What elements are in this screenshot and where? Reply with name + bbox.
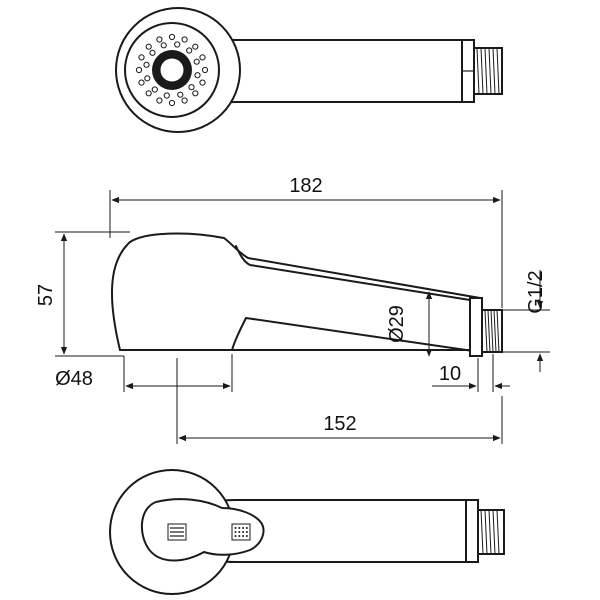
nozzle-hole (199, 54, 206, 61)
dim-48-label: Ø48 (55, 368, 93, 390)
side-view (111, 232, 503, 357)
thread-line (480, 509, 484, 555)
bottom-view-thread-lines (480, 509, 500, 555)
top-view-spray-ring (124, 22, 220, 118)
side-view-thread-lines (484, 309, 500, 353)
nozzle-hole (186, 47, 193, 54)
bottom-view (109, 469, 505, 595)
icon-dot (245, 527, 248, 529)
nozzle-hole (145, 43, 152, 50)
dim-29-label: Ø29 (386, 305, 408, 343)
dim-g12-label: G1/2 (525, 270, 547, 313)
nozzle-hole (149, 49, 156, 56)
icon-dot (234, 535, 237, 537)
thread-line (484, 47, 488, 95)
top-view-center-hole (159, 57, 185, 83)
nozzle-hole (188, 84, 195, 91)
dim-152-label: 152 (323, 413, 356, 435)
side-view-head (111, 232, 481, 351)
thread-line (493, 309, 497, 353)
nozzle-hole (156, 36, 163, 43)
icon-dot (234, 531, 237, 533)
nozzle-hole (143, 61, 150, 68)
icon-dot (238, 527, 241, 529)
nozzle-hole (174, 41, 181, 48)
nozzle-hole (144, 75, 151, 82)
thread-line (496, 47, 500, 95)
nozzle-hole (201, 66, 209, 74)
nozzle-hole (193, 58, 200, 65)
bottom-view-button-plate (140, 498, 265, 562)
thread-line (484, 309, 488, 353)
thread-line (496, 309, 500, 353)
thread-line (492, 509, 496, 555)
bottom-view-collar (465, 499, 479, 563)
icon-dot (242, 531, 245, 533)
side-view-body-lower (231, 317, 481, 353)
icon-dot (242, 535, 245, 537)
nozzle-hole (168, 33, 176, 41)
thread-line (488, 47, 492, 95)
icon-dot (238, 535, 241, 537)
nozzle-hole (177, 91, 184, 98)
thread-line (476, 47, 480, 95)
nozzle-hole (168, 99, 176, 107)
nozzle-hole (194, 72, 201, 79)
dimensions: 182 57 Ø48 Ø29 G1/2 10 152 (35, 175, 550, 444)
nozzle-hole (181, 97, 188, 104)
thread-line (480, 47, 484, 95)
thread-line (492, 47, 496, 95)
icon-dot (238, 531, 241, 533)
thread-line (487, 309, 491, 353)
icon-dot (242, 527, 245, 529)
side-view-body-upper (235, 245, 471, 301)
thread-line (488, 509, 492, 555)
nozzle-hole (160, 42, 167, 49)
nozzle-hole (163, 92, 170, 99)
icon-dot (245, 535, 248, 537)
top-view-thread-lines (476, 47, 500, 95)
nozzle-hole (181, 36, 188, 43)
dim-182-label: 182 (289, 175, 322, 197)
thread-line (496, 509, 500, 555)
thread-line (484, 509, 488, 555)
dim-10-label: 10 (439, 363, 461, 385)
nozzle-hole (145, 90, 152, 97)
nozzle-hole (192, 90, 199, 97)
spray-mode-icon-right (231, 523, 251, 541)
dim-57-label: 57 (35, 284, 57, 306)
nozzle-hole (138, 54, 145, 61)
spray-nozzles (135, 33, 209, 107)
nozzle-hole (156, 97, 163, 104)
nozzle-hole (151, 86, 158, 93)
nozzle-hole (199, 79, 206, 86)
side-view-collar (469, 297, 483, 357)
thread-line (490, 309, 494, 353)
icon-dot (234, 527, 237, 529)
nozzle-hole (135, 66, 143, 74)
top-view (115, 7, 503, 133)
nozzle-hole (138, 79, 145, 86)
nozzle-hole (192, 43, 199, 50)
icon-dot (245, 531, 248, 533)
spray-mode-icon-left (167, 523, 187, 541)
